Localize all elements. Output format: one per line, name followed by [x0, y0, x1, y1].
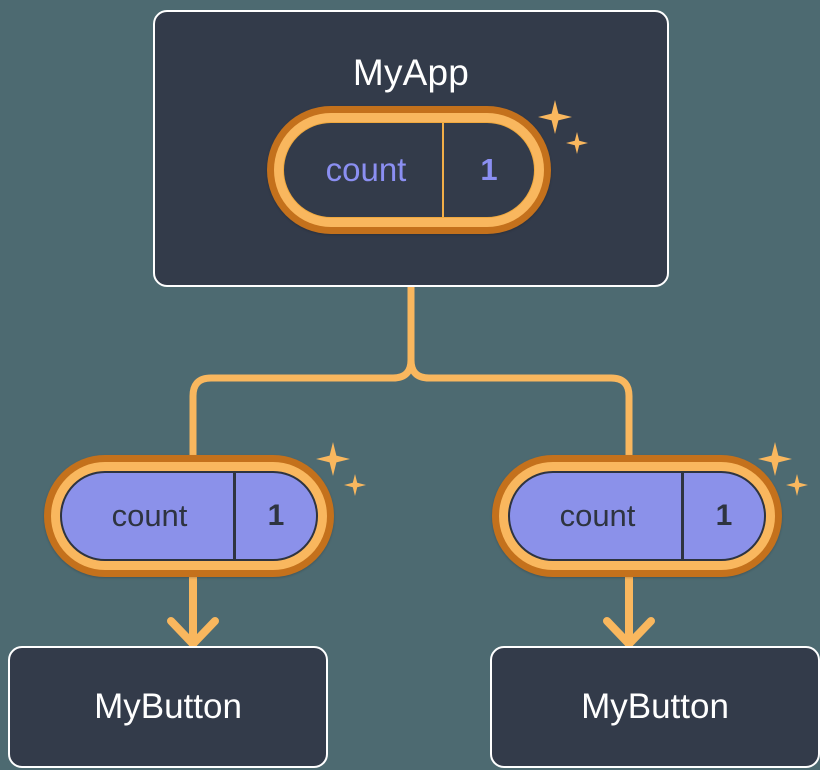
signal-value-left: 1	[233, 473, 316, 559]
pill-body: count 1	[60, 471, 318, 561]
pill-ring: count 1	[51, 462, 327, 570]
branch-left	[189, 283, 415, 459]
signal-value-app: 1	[442, 123, 534, 217]
mybutton-card-right: MyButton	[490, 646, 820, 768]
pill-ring: count 1	[499, 462, 775, 570]
signal-pill-left[interactable]: count 1	[44, 455, 334, 577]
mybutton-label-right: MyButton	[581, 687, 729, 726]
mybutton-label-left: MyButton	[94, 687, 242, 726]
signal-value-right: 1	[681, 473, 764, 559]
signal-name-app: count	[325, 151, 407, 188]
signal-pill-app[interactable]: count 1	[267, 106, 551, 234]
page-title: MyApp	[352, 52, 470, 93]
signal-name-right: count	[559, 498, 636, 533]
pill-ring: count 1	[274, 113, 544, 227]
signal-name-left: count	[111, 498, 188, 533]
arrow-to-button-left	[167, 573, 219, 649]
pill-body: count 1	[283, 122, 535, 218]
mybutton-card-left: MyButton	[8, 646, 328, 768]
arrow-to-button-right	[603, 573, 655, 649]
branch-right	[407, 283, 633, 459]
pill-body: count 1	[508, 471, 766, 561]
signal-pill-right[interactable]: count 1	[492, 455, 782, 577]
